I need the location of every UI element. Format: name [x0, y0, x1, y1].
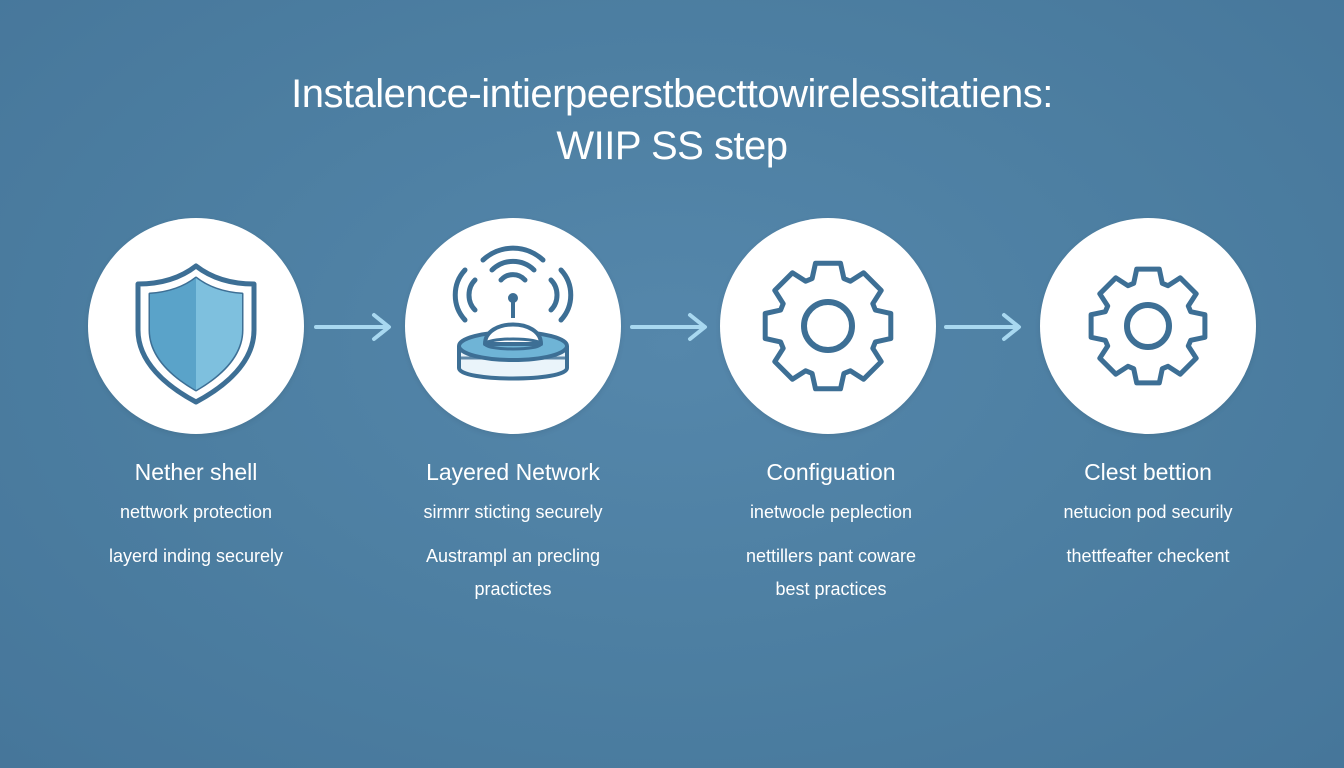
- step-4-heading: Clest bettion: [1084, 459, 1212, 485]
- title-line-2: WIIP SS step: [556, 124, 788, 168]
- step-2-line-1: sirmrr sticting securely: [423, 502, 603, 522]
- arrow-right-icon: [630, 313, 707, 341]
- step-3-line-3: best practices: [775, 579, 887, 599]
- step-3-heading: Configuation: [766, 459, 896, 485]
- title-line-1: Instalence-intierpeerstbecttowirelessita…: [291, 72, 1053, 116]
- shield-icon: [135, 263, 257, 405]
- arrow-right-icon: [944, 313, 1021, 341]
- step-2-line-3: practictes: [474, 579, 552, 599]
- step-2-line-2: Austrampl an precling: [425, 546, 601, 566]
- step-4-line-2: thettfeafter checkent: [1066, 546, 1230, 566]
- step-3-circle: [720, 218, 936, 434]
- gear-icon: [1088, 266, 1208, 386]
- step-2-heading: Layered Network: [426, 459, 600, 485]
- step-1-circle: [88, 218, 304, 434]
- arrow-right-icon: [314, 313, 391, 341]
- step-3-line-2: nettillers pant coware: [745, 546, 917, 566]
- step-1-line-2: layerd inding securely: [108, 546, 284, 566]
- step-1-line-1: nettwork protection: [119, 502, 273, 522]
- step-2-circle: [405, 218, 621, 434]
- step-3-line-1: inetwocle peplection: [749, 502, 913, 522]
- step-4-circle: [1040, 218, 1256, 434]
- step-1-heading: Nether shell: [134, 459, 258, 485]
- step-4-line-1: netucion pod securily: [1063, 502, 1233, 522]
- gear-icon: [762, 260, 894, 392]
- wireless-router-icon: [452, 245, 574, 381]
